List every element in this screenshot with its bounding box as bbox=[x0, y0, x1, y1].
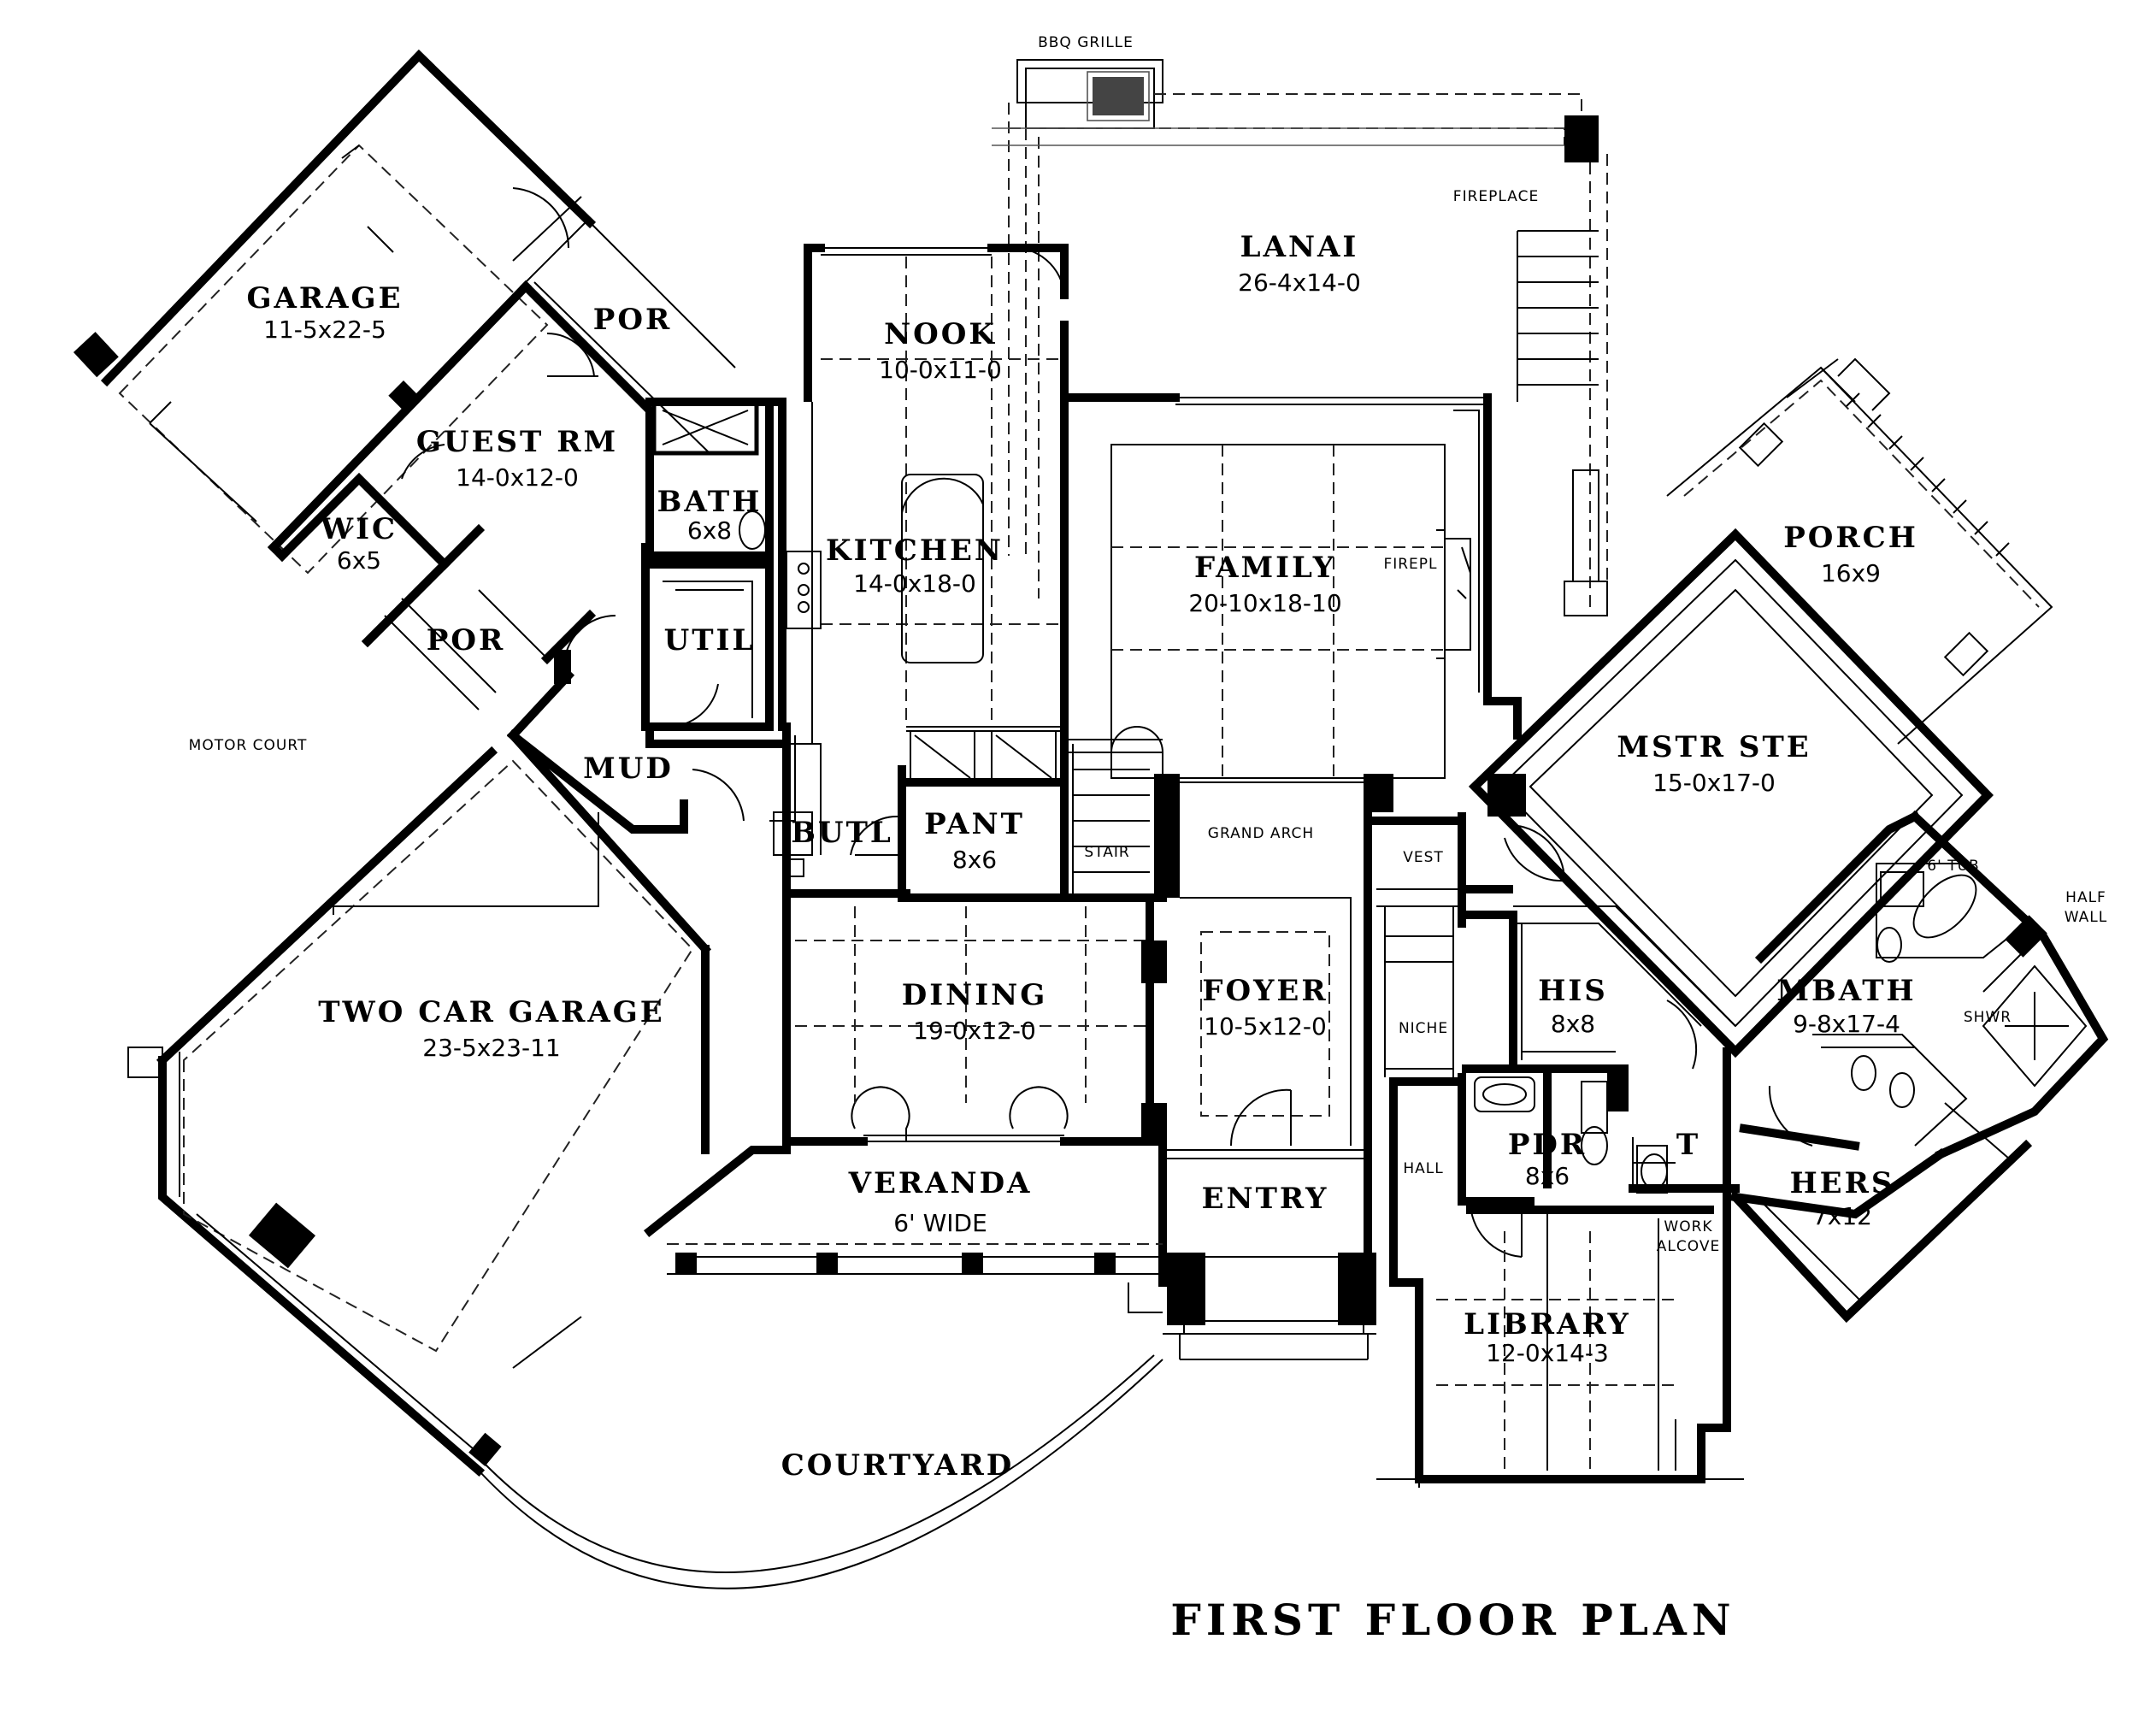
note-firepl: FIREPL bbox=[1383, 556, 1437, 573]
room-dims-pant: 8x6 bbox=[952, 846, 997, 874]
room-name-garage: GARAGE bbox=[246, 281, 403, 315]
foyer-wing bbox=[1158, 774, 1565, 1335]
plan-title: FIRST FLOOR PLAN bbox=[1170, 1595, 1735, 1645]
room-name-dining: DINING bbox=[902, 978, 1048, 1012]
note-alcove: ALCOVE bbox=[1657, 1238, 1720, 1255]
library-wing bbox=[1376, 1047, 1744, 1488]
room-name-family: FAMILY bbox=[1194, 551, 1336, 585]
note-shwr: SHWR bbox=[1964, 1009, 2012, 1026]
room-labels: GARAGE 11-5x22-5 POR GUEST RM 14-0x12-0 … bbox=[246, 230, 1918, 1483]
room-name-mud: MUD bbox=[583, 752, 674, 786]
note-bbq-grille: BBQ GRILLE bbox=[1038, 34, 1134, 51]
room-name-butl: BUTL bbox=[791, 816, 893, 850]
top-porches bbox=[533, 221, 736, 454]
note-fireplace: FIREPLACE bbox=[1453, 188, 1539, 205]
room-name-veranda: VERANDA bbox=[848, 1166, 1033, 1200]
room-name-bath: BATH bbox=[657, 485, 763, 519]
room-dims-family: 20-10x18-10 bbox=[1188, 589, 1341, 617]
note-tub: 6' TUB bbox=[1927, 858, 1979, 875]
room-dims-library: 12-0x14-3 bbox=[1486, 1339, 1609, 1367]
room-dims-kitchen: 14-0x18-0 bbox=[853, 569, 976, 598]
room-dims-lanai: 26-4x14-0 bbox=[1238, 268, 1361, 297]
room-name-foyer: FOYER bbox=[1202, 974, 1328, 1008]
family-wing bbox=[1060, 393, 1492, 779]
note-niche: NICHE bbox=[1399, 1020, 1448, 1037]
room-dims-wic: 6x5 bbox=[337, 546, 381, 575]
note-half: HALF bbox=[2065, 889, 2106, 906]
room-name-two-car-garage: TWO CAR GARAGE bbox=[318, 995, 664, 1029]
porch-area bbox=[1666, 357, 2053, 745]
room-name-his: HIS bbox=[1538, 974, 1608, 1008]
room-name-nook: NOOK bbox=[884, 317, 997, 351]
room-dims-foyer: 10-5x12-0 bbox=[1204, 1012, 1327, 1041]
room-dims-dining: 19-0x12-0 bbox=[913, 1017, 1036, 1045]
room-name-por-mid: POR bbox=[427, 623, 505, 657]
room-name-wic: WIC bbox=[320, 512, 398, 546]
pantry-wing bbox=[773, 722, 1180, 902]
two-car-garage-wing bbox=[127, 728, 712, 1477]
fireplace-icon bbox=[1564, 115, 1599, 162]
room-name-pant: PANT bbox=[924, 807, 1025, 841]
room-dims-his: 8x8 bbox=[1551, 1010, 1595, 1038]
annotation-labels: BBQ GRILLE FIREPLACE FIREPL MOTOR COURT … bbox=[189, 34, 2107, 1255]
room-dims-garage: 11-5x22-5 bbox=[263, 315, 386, 344]
courtyard-area bbox=[478, 1333, 1376, 1589]
note-motor-court: MOTOR COURT bbox=[189, 737, 308, 754]
room-name-library: LIBRARY bbox=[1464, 1307, 1631, 1341]
room-name-hers: HERS bbox=[1790, 1166, 1895, 1200]
room-dims-mstr-ste: 15-0x17-0 bbox=[1652, 769, 1776, 797]
room-name-porch: PORCH bbox=[1783, 521, 1918, 555]
note-wall: WALL bbox=[2065, 909, 2107, 926]
mbath-wing bbox=[1729, 810, 2109, 1324]
lanai-structure bbox=[992, 59, 1608, 616]
room-dims-porch: 16x9 bbox=[1821, 559, 1881, 587]
room-dims-two-car-garage: 23-5x23-11 bbox=[422, 1034, 560, 1062]
note-work: WORK bbox=[1664, 1218, 1712, 1235]
room-dims-veranda: 6' WIDE bbox=[893, 1209, 987, 1237]
note-stair: STAIR bbox=[1084, 844, 1129, 861]
guest-wing bbox=[275, 280, 774, 731]
room-name-mbath: MBATH bbox=[1776, 974, 1916, 1008]
room-name-por-top: POR bbox=[593, 303, 672, 337]
room-dims-pdr: 8x6 bbox=[1525, 1162, 1570, 1190]
room-name-kitchen: KITCHEN bbox=[826, 534, 1004, 568]
room-name-util: UTIL bbox=[664, 623, 756, 657]
room-dims-mbath: 9-8x17-4 bbox=[1793, 1010, 1900, 1038]
room-name-courtyard: COURTYARD bbox=[781, 1448, 1015, 1483]
note-vest: VEST bbox=[1403, 849, 1444, 866]
note-hall: HALL bbox=[1403, 1160, 1443, 1177]
room-name-entry: ENTRY bbox=[1202, 1182, 1329, 1216]
room-name-pdr: PDR bbox=[1508, 1128, 1587, 1162]
bbq-grille-icon bbox=[1093, 77, 1144, 115]
room-name-guest-rm: GUEST RM bbox=[416, 425, 618, 459]
room-name-mstr-ste: MSTR STE bbox=[1617, 730, 1811, 764]
veranda-wing bbox=[643, 945, 1163, 1313]
room-dims-nook: 10-0x11-0 bbox=[879, 356, 1002, 384]
dining-wing bbox=[782, 893, 1167, 1146]
room-name-lanai: LANAI bbox=[1240, 230, 1359, 264]
room-dims-hers: 7x12 bbox=[1812, 1202, 1872, 1230]
room-name-t: T bbox=[1676, 1128, 1700, 1162]
room-dims-bath: 6x8 bbox=[687, 516, 732, 545]
garage-wing bbox=[73, 49, 597, 575]
master-wing bbox=[1466, 528, 1994, 1070]
note-grand-arch: GRAND ARCH bbox=[1208, 825, 1314, 842]
room-dims-guest-rm: 14-0x12-0 bbox=[456, 463, 579, 492]
